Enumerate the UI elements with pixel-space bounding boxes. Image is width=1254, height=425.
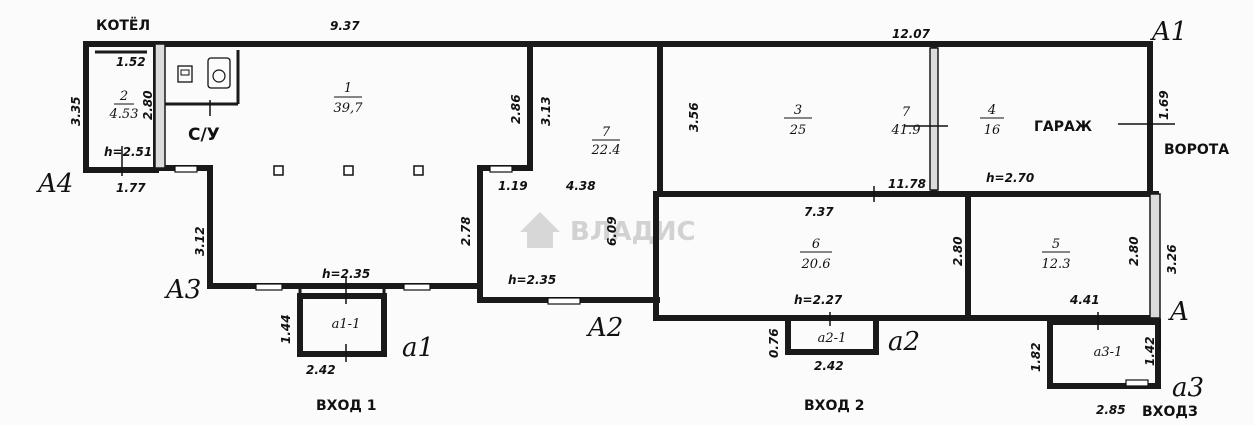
- room-5-area: 12.3: [1042, 257, 1071, 272]
- bathroom-label: С/У: [188, 125, 220, 145]
- axis-a2: a2: [888, 327, 920, 357]
- entrance-2-label: ВХОД 2: [804, 398, 864, 414]
- wall-porch-a2: [785, 315, 879, 355]
- dim-2-85: 2.85: [1096, 403, 1126, 417]
- porch-a3-label: a3-1: [1094, 345, 1123, 360]
- room-1-area: 39,7: [334, 101, 364, 116]
- room-2-number: 2: [119, 89, 128, 104]
- dim-2-78: 2.78: [459, 216, 473, 246]
- room-6-area: 20.6: [801, 257, 831, 272]
- watermark: ВЛАДИС: [520, 212, 696, 248]
- wall-right-hatch: [1149, 193, 1161, 319]
- dim-11-78: 11.78: [888, 177, 926, 191]
- dimension-ticks: [121, 100, 1161, 362]
- room-3-area: 25: [789, 123, 807, 138]
- room-2-area: 4.53: [109, 107, 139, 122]
- dim-h-2-27: h=2.27: [794, 293, 843, 307]
- axis-A1: A1: [1150, 17, 1187, 47]
- axis-A: A: [1168, 297, 1189, 327]
- dim-4-41: 4.41: [1069, 293, 1100, 307]
- dim-1-19: 1.19: [498, 179, 528, 193]
- dim-3-26: 3.26: [1165, 244, 1179, 274]
- dim-6-09: 6.09: [605, 216, 619, 246]
- dimensions: 9.37 12.07 1.52 3.35 2.80 h=2.51 1.77 2.…: [69, 19, 1179, 417]
- porch-a1-label: a1-1: [332, 317, 361, 332]
- dim-1-69: 1.69: [1157, 90, 1171, 120]
- porch-a2-label: a2-1: [818, 331, 847, 346]
- room-4-area: 16: [984, 123, 1001, 138]
- dim-2-80-room5: 2.80: [1127, 236, 1141, 266]
- axis-a1: a1: [402, 333, 434, 363]
- boiler-label: КОТЁЛ: [96, 17, 150, 34]
- dim-1-52: 1.52: [116, 55, 146, 69]
- gate-label: ВОРОТА: [1164, 142, 1229, 158]
- wall-porch-a1: [297, 293, 387, 357]
- room-3-number: 3: [794, 103, 802, 118]
- room-7-area: 22.4: [591, 143, 621, 158]
- dim-1-44: 1.44: [279, 314, 293, 344]
- dim-3-13: 3.13: [539, 96, 553, 126]
- garage-label: ГАРАЖ: [1034, 119, 1092, 135]
- dim-0-76: 0.76: [767, 328, 781, 358]
- room-1-number: 1: [344, 81, 352, 96]
- dim-9-37: 9.37: [330, 19, 360, 33]
- dim-h-2-70: h=2.70: [986, 171, 1034, 185]
- wall-partition-hatch: [929, 47, 939, 191]
- axis-A3: A3: [164, 275, 201, 305]
- dim-3-12: 3.12: [193, 226, 207, 256]
- dim-2-80-room6: 2.80: [951, 236, 965, 266]
- wall-room-1-left: [154, 43, 166, 169]
- dim-7-37: 7.37: [804, 205, 834, 219]
- dim-h-2-35-room1: h=2.35: [322, 267, 370, 281]
- dim-2-80-boiler: 2.80: [141, 90, 155, 120]
- dim-4-38: 4.38: [565, 179, 596, 193]
- dim-1-77: 1.77: [116, 181, 146, 195]
- room-8-area: 41.9: [891, 123, 921, 138]
- dim-1-42: 1.42: [1143, 336, 1157, 366]
- watermark-text: ВЛАДИС: [570, 217, 696, 247]
- dim-2-42-a1: 2.42: [306, 363, 336, 377]
- room-6-number: 6: [812, 237, 820, 252]
- windows: [174, 165, 1149, 387]
- axis-a3: a3: [1172, 373, 1204, 403]
- dim-3-35: 3.35: [69, 96, 83, 126]
- room-5-number: 5: [1052, 237, 1060, 252]
- wall-room-7: [477, 44, 660, 303]
- wall-porch-a3: [1047, 319, 1161, 389]
- axis-A4: A4: [36, 169, 73, 199]
- room-8-number: 7: [902, 105, 911, 120]
- entrance-3-label: ВХОДЗ: [1142, 404, 1198, 420]
- axis-A2: A2: [586, 313, 623, 343]
- dim-12-07: 12.07: [892, 27, 931, 41]
- room-7-number: 7: [602, 125, 611, 140]
- dim-1-82: 1.82: [1029, 342, 1043, 372]
- dim-3-56: 3.56: [687, 102, 701, 132]
- dim-2-42-a2: 2.42: [814, 359, 844, 373]
- dim-h-2-51: h=2.51: [104, 145, 152, 159]
- room-4-number: 4: [987, 103, 996, 118]
- dim-h-2-35-room7: h=2.35: [508, 273, 556, 287]
- dim-2-86: 2.86: [509, 94, 523, 124]
- bathroom-fixtures: [177, 57, 231, 89]
- entrance-1-label: ВХОД 1: [316, 398, 376, 414]
- columns: [273, 165, 424, 176]
